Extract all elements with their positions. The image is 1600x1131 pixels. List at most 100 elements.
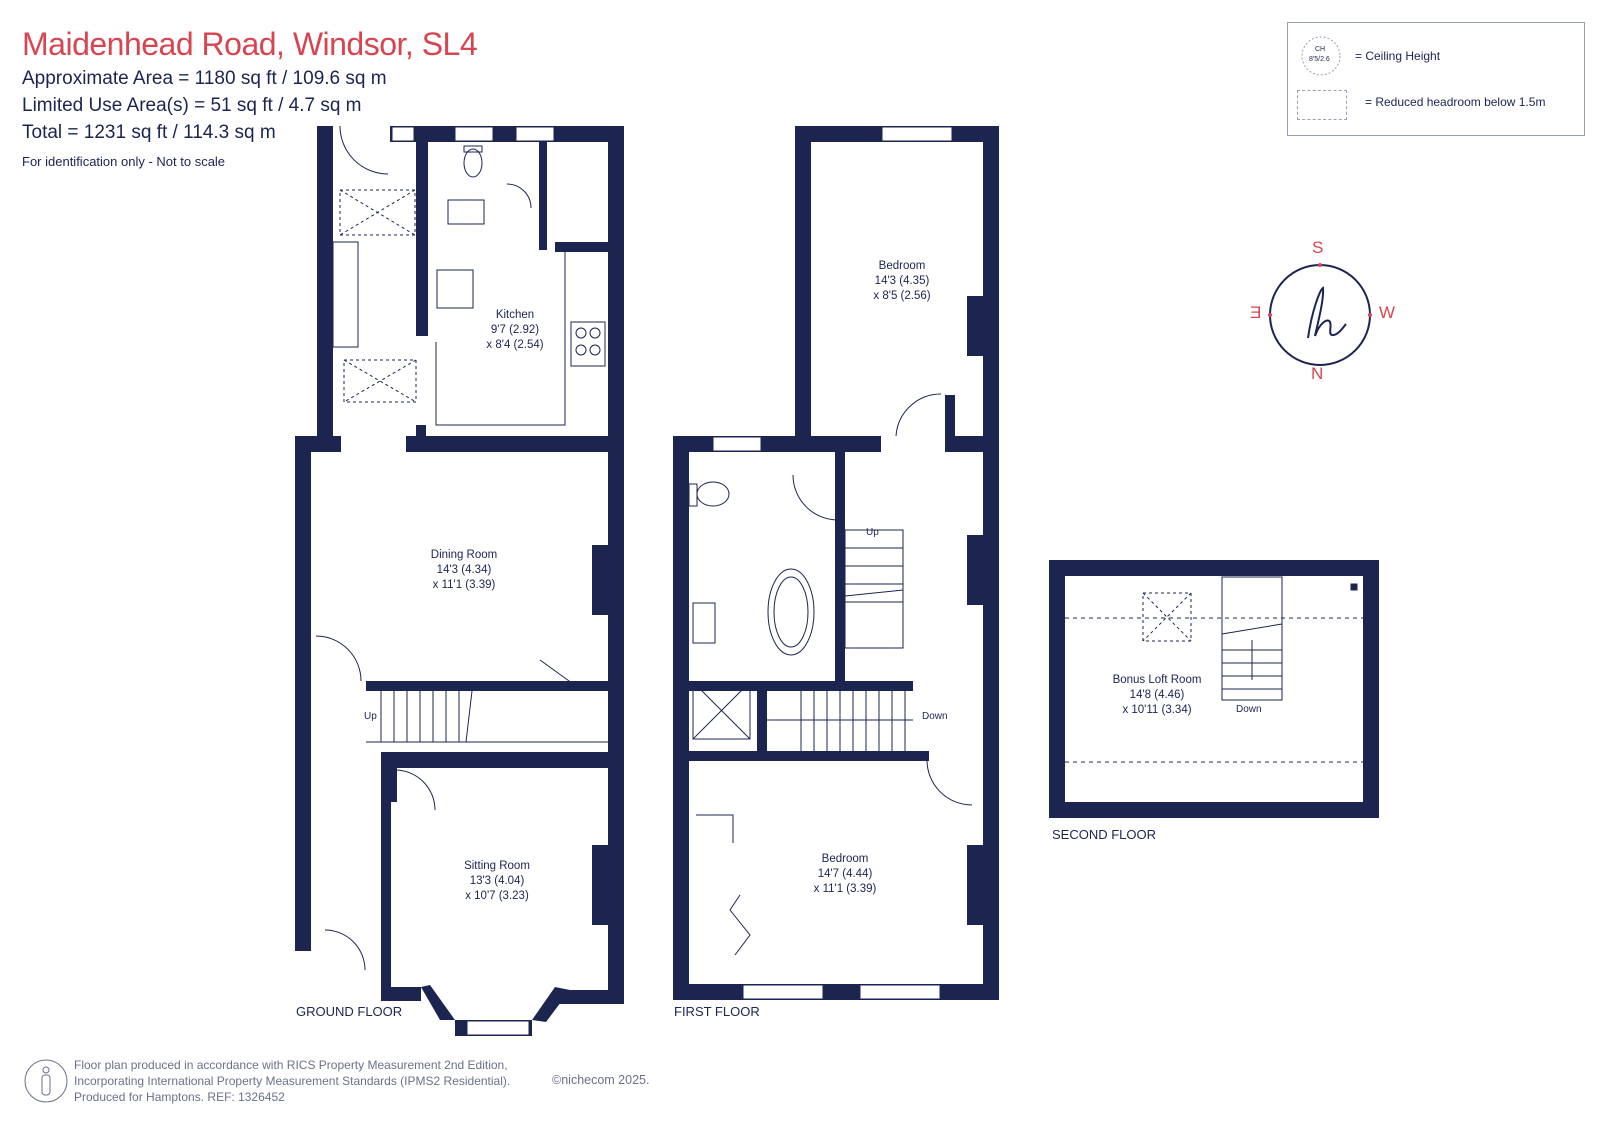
chimney-breast <box>967 296 983 356</box>
cupboard <box>332 241 359 348</box>
toilet <box>696 481 730 507</box>
chimney-breast <box>967 845 983 925</box>
reduced-headroom-swatch <box>1297 90 1347 120</box>
stairs-loft <box>1221 576 1283 701</box>
wardrobe <box>696 814 734 843</box>
wall <box>608 126 624 998</box>
roof-window <box>1142 592 1192 642</box>
total-area: Total = 1231 sq ft / 114.3 sq m <box>22 122 276 143</box>
wall <box>381 752 397 802</box>
door-swing <box>394 769 436 811</box>
stairs-first-down <box>767 691 913 751</box>
ground-stairs-up-label: Up <box>364 711 377 722</box>
first-stairs-down-label: Down <box>922 711 948 722</box>
compass-north: N <box>1311 364 1324 383</box>
footer-line-2: Incorporating International Property Mea… <box>74 1074 511 1088</box>
wall <box>406 436 624 452</box>
window <box>859 984 941 1000</box>
wall <box>1049 560 1065 818</box>
wall <box>555 990 624 1004</box>
bay-wall <box>532 987 570 1022</box>
wall <box>945 395 955 437</box>
wall <box>555 242 608 252</box>
door-swing <box>324 929 366 971</box>
kitchen-sink <box>436 269 474 309</box>
window <box>712 436 762 452</box>
window <box>515 126 555 142</box>
loft-stairs-down-label: Down <box>1236 704 1262 715</box>
wall <box>795 126 811 436</box>
chimney-breast <box>967 535 983 605</box>
bath <box>767 568 815 656</box>
wall <box>416 425 426 437</box>
wall <box>317 126 333 436</box>
ceiling-height-icon <box>1301 36 1341 76</box>
person-scale-icon <box>24 1059 68 1103</box>
wall <box>835 452 845 681</box>
wall <box>689 681 913 691</box>
window <box>454 126 494 142</box>
door-swing <box>926 759 973 806</box>
wall <box>673 436 689 999</box>
wall <box>295 640 307 950</box>
compass-south: S <box>1312 238 1324 257</box>
wall <box>673 984 999 1000</box>
wall <box>381 752 608 768</box>
wall <box>945 436 999 452</box>
basin <box>447 199 485 225</box>
toilet-cistern <box>463 145 483 153</box>
stairs-first-up <box>844 529 904 649</box>
window <box>742 984 824 1000</box>
door-swing <box>339 125 389 175</box>
reduced-headroom <box>339 189 416 236</box>
footer-notes: Floor plan produced in accordance with R… <box>74 1057 510 1105</box>
window <box>881 126 953 142</box>
door-swing <box>315 635 362 682</box>
window <box>466 1020 530 1036</box>
door-swing <box>792 474 839 521</box>
first-floor-label: FIRST FLOOR <box>674 1004 760 1019</box>
ground-floor-label: GROUND FLOOR <box>296 1004 403 1019</box>
reduced-headroom <box>343 359 417 403</box>
wardrobe-door <box>729 894 751 956</box>
approximate-area: Approximate Area = 1180 sq ft / 109.6 sq… <box>22 68 387 89</box>
chimney-breast <box>592 545 608 615</box>
chimney-breast <box>592 845 608 925</box>
wall <box>689 751 929 761</box>
property-title: Maidenhead Road, Windsor, SL4 <box>22 26 478 62</box>
door-swing <box>895 393 942 437</box>
footer-line-3: Produced for Hamptons. REF: 1326452 <box>74 1090 285 1104</box>
identification-note: For identification only - Not to scale <box>22 154 226 169</box>
wall <box>366 681 608 691</box>
legend <box>1287 22 1585 136</box>
first-stairs-up-label: Up <box>866 527 879 538</box>
ceiling-icon-line2: 8'5/2.6 <box>1309 56 1330 63</box>
footer-line-1: Floor plan produced in accordance with R… <box>74 1058 508 1072</box>
bay-wall <box>421 985 455 1020</box>
brand-copyright: ©nichecom 2025. <box>552 1073 650 1087</box>
reduced-headroom-label: = Reduced headroom below 1.5m <box>1365 95 1546 109</box>
wall <box>381 987 421 1001</box>
wall <box>416 126 428 336</box>
shower <box>692 681 751 740</box>
stairs-ground <box>366 690 608 743</box>
basin <box>692 602 716 644</box>
door-swing <box>506 183 532 209</box>
limited-use-area: Limited Use Area(s) = 51 sq ft / 4.7 sq … <box>22 95 362 116</box>
window <box>391 126 415 142</box>
wall <box>1049 802 1379 818</box>
ceiling-icon-line1: CH <box>1315 46 1326 53</box>
worktop <box>435 250 566 426</box>
wall <box>539 126 547 250</box>
wall <box>1363 560 1379 818</box>
door-swing <box>539 659 577 687</box>
toilet <box>463 148 483 178</box>
